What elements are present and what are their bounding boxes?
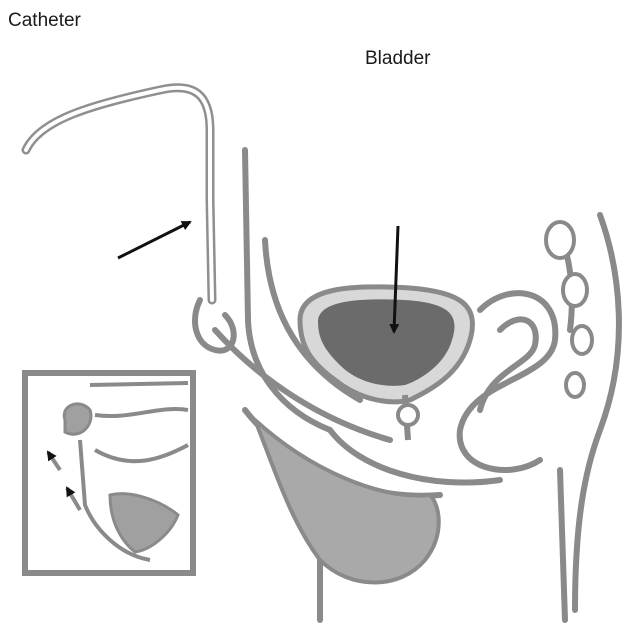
catheter-arrow	[118, 222, 190, 258]
catheter-tube	[26, 88, 212, 300]
inset-diagram	[25, 373, 193, 573]
